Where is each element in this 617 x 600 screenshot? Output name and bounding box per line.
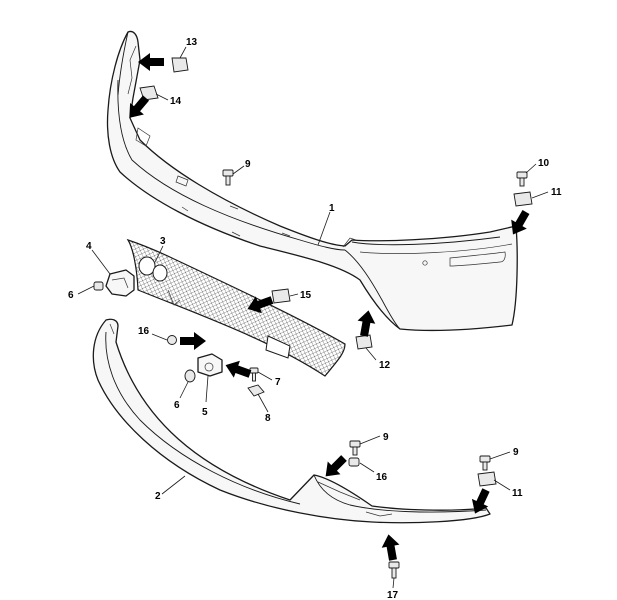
- screw-9-right: [479, 455, 491, 471]
- clip-11-lower: [477, 471, 497, 487]
- arrow-11-lower: [471, 488, 490, 514]
- clip-6-right: [184, 369, 196, 383]
- assembly-arrows: [129, 53, 530, 561]
- clip-nut-8: [247, 384, 265, 397]
- callout-10: 10: [538, 158, 550, 169]
- arrow-17: [381, 534, 400, 561]
- callout-1: 1: [329, 203, 335, 214]
- callout-5: 5: [202, 407, 208, 418]
- lower-splitter: [92, 318, 491, 524]
- callout-17: 17: [387, 590, 399, 600]
- callout-15: 15: [300, 290, 312, 301]
- screw-9-top: [222, 169, 234, 186]
- arrow-13: [138, 53, 164, 71]
- callout-11-upper: 11: [551, 187, 562, 198]
- arrow-12: [357, 310, 376, 337]
- callout-9-mid: 9: [383, 432, 389, 443]
- grille-mesh: [126, 238, 346, 377]
- callout-9-right: 9: [513, 447, 519, 458]
- callout-9-top: 9: [245, 159, 251, 170]
- nut-16-right: [348, 457, 360, 467]
- arrow-11-upper: [511, 210, 530, 235]
- callout-16-left: 16: [138, 326, 150, 337]
- clip-15: [271, 288, 291, 304]
- sensor-housing: [197, 353, 223, 377]
- callout-2: 2: [155, 491, 161, 502]
- callout-6-right: 6: [174, 400, 180, 411]
- clip-13: [171, 57, 189, 73]
- clip-11-upper: [513, 191, 533, 207]
- callout-4: 4: [86, 241, 92, 252]
- upper-bumper-cover: [106, 30, 518, 332]
- callout-6-left: 6: [68, 290, 74, 301]
- callout-8: 8: [265, 413, 271, 424]
- callout-16-right: 16: [376, 472, 388, 483]
- clip-6-left: [93, 281, 104, 291]
- callout-11-lower: 11: [512, 488, 523, 499]
- screw-9-mid: [349, 440, 361, 456]
- arrow-16-left: [180, 332, 206, 350]
- callout-12: 12: [379, 360, 391, 371]
- leader-lines: [77, 46, 549, 589]
- clip-12: [355, 334, 373, 350]
- callout-labels: 13 14 9 10 11 1 3 4 6 15 12 16 7 6 5 8 9…: [68, 37, 562, 600]
- arrow-14: [129, 95, 150, 118]
- fog-lamp-bracket: [105, 269, 135, 297]
- screw-10: [516, 171, 528, 187]
- nut-16-left: [167, 335, 177, 345]
- callout-7: 7: [275, 377, 281, 388]
- callout-13: 13: [186, 37, 198, 48]
- callout-14: 14: [170, 96, 182, 107]
- callout-3: 3: [160, 236, 166, 247]
- arrow-16-right: [325, 455, 347, 477]
- arrow-5: [225, 360, 252, 378]
- arrow-15: [247, 296, 274, 314]
- screw-7: [249, 367, 259, 382]
- screw-17: [388, 561, 400, 579]
